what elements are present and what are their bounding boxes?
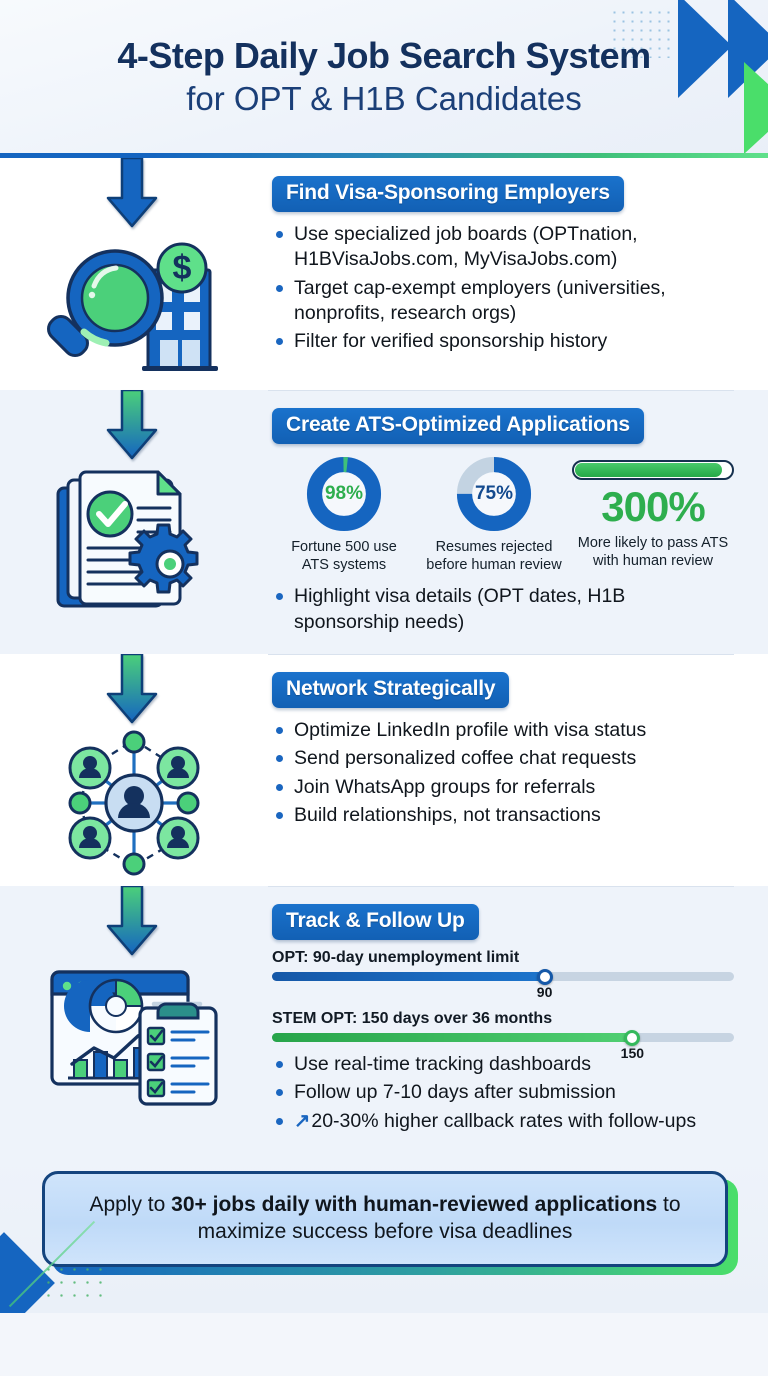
- step-3-icon-column: [0, 652, 268, 886]
- step-2-bullets: Highlight visa details (OPT dates, H1B s…: [272, 584, 734, 635]
- step-1-content: Find Visa-Sponsoring Employers Use speci…: [268, 158, 768, 390]
- caption-line-2: ATS systems: [301, 556, 387, 573]
- list-item: Highlight visa details (OPT dates, H1B s…: [272, 584, 734, 635]
- stat-resumes-rejected-caption: Resumes rejected before human review: [422, 539, 566, 574]
- step-3-arrow: [104, 652, 160, 730]
- dot-grid-decoration: [610, 8, 676, 58]
- step-1-heading: Find Visa-Sponsoring Employers: [272, 176, 624, 212]
- list-item: Optimize LinkedIn profile with visa stat…: [272, 718, 734, 743]
- header: 4-Step Daily Job Search System for OPT &…: [0, 0, 768, 158]
- trend-up-icon: ↗: [294, 1109, 311, 1132]
- list-item: Follow up 7-10 days after submission: [272, 1080, 734, 1105]
- donut-chart-75: 75%: [456, 456, 532, 532]
- slider-opt-label: OPT: 90-day unemployment limit: [272, 949, 520, 967]
- list-item: Join WhatsApp groups for referrals: [272, 775, 734, 800]
- slider-stem-opt-label: STEM OPT: 150 days over 36 months: [272, 1010, 553, 1028]
- caption-line-2: with human review: [592, 552, 714, 569]
- svg-text:$: $: [173, 249, 192, 287]
- step-1-arrow: [104, 156, 160, 234]
- list-item-trend-text: 20-30% higher callback rates with follow…: [311, 1109, 697, 1132]
- caption-line-2: before human review: [426, 556, 562, 573]
- slider-opt: OPT: 90-day unemployment limit 90: [272, 949, 734, 1000]
- slider-stem-opt-knob[interactable]: [624, 1029, 641, 1046]
- footer-text: Apply to 30+ jobs daily with human-revie…: [63, 1192, 707, 1246]
- ats-stats-row: 98% Fortune 500 use ATS systems: [272, 456, 734, 574]
- down-arrow-icon: [106, 884, 158, 956]
- donut-75-value: 75%: [474, 483, 514, 504]
- stat-fortune-500-caption: Fortune 500 use ATS systems: [272, 539, 416, 574]
- stat-300-value: 300%: [601, 483, 705, 530]
- step-2-icon-column: [0, 388, 268, 654]
- slider-opt-value: 90: [536, 984, 553, 1001]
- step-2-content: Create ATS-Optimized Applications 98%: [268, 390, 768, 654]
- step-3: Network Strategically Optimize LinkedIn …: [0, 652, 768, 887]
- caption-line-1: More likely to pass ATS: [577, 535, 729, 551]
- slider-stem-opt-track[interactable]: 150: [272, 1029, 734, 1061]
- caption-line-1: Fortune 500 use: [291, 539, 397, 555]
- slider-spacer: [272, 981, 734, 1001]
- step-1: $ Find Visa-Sponsoring Employers Us: [0, 156, 768, 390]
- step-3-bullets: Optimize LinkedIn profile with visa stat…: [272, 718, 734, 828]
- step-2: Create ATS-Optimized Applications 98%: [0, 388, 768, 655]
- stat-pass-ats-caption: More likely to pass ATS with human revie…: [572, 535, 734, 570]
- stat-fortune-500: 98% Fortune 500 use ATS systems: [272, 456, 416, 574]
- footer-text-bold: 30+ jobs daily with human-reviewed appli…: [171, 1193, 658, 1217]
- page-title: 4-Step Daily Job Search System for OPT &…: [0, 0, 768, 120]
- step-1-icon-column: $: [0, 156, 268, 390]
- stat-resumes-rejected: 75% Resumes rejected before human review: [422, 456, 566, 574]
- slider-stem-opt-value: 150: [620, 1045, 645, 1062]
- step-4-content: Track & Follow Up OPT: 90-day unemployme…: [268, 886, 768, 1153]
- step-2-arrow: [104, 388, 160, 466]
- stat-pass-ats: 300% More likely to pass ATS with human …: [572, 456, 734, 570]
- list-item: Use specialized job boards (OPTnation, H…: [272, 222, 734, 273]
- footer-dot-grid-decoration: [42, 1263, 112, 1308]
- slider-opt-fill: [272, 972, 545, 982]
- list-item: Use real-time tracking dashboards: [272, 1052, 734, 1077]
- dashboard-clipboard-icon: [42, 960, 226, 1110]
- footer-text-part-2: to maximize success before visa deadline…: [197, 1193, 681, 1244]
- step-4-icon-column: [0, 884, 268, 1153]
- list-item: Target cap-exempt employers (universitie…: [272, 276, 734, 327]
- title-line-2: for OPT & H1B Candidates: [186, 80, 582, 118]
- title-line-1: 4-Step Daily Job Search System: [117, 35, 651, 76]
- down-arrow-icon: [106, 156, 158, 228]
- footer-callout-card: Apply to 30+ jobs daily with human-revie…: [42, 1171, 728, 1268]
- step-4: Track & Follow Up OPT: 90-day unemployme…: [0, 884, 768, 1154]
- slider-opt-track[interactable]: 90: [272, 968, 734, 1000]
- list-item: Filter for verified sponsorship history: [272, 329, 734, 354]
- caption-line-1: Resumes rejected: [435, 539, 553, 555]
- green-arrow-decoration: [744, 62, 768, 154]
- step-3-heading: Network Strategically: [272, 672, 510, 709]
- step-1-bullets: Use specialized job boards (OPTnation, H…: [272, 222, 734, 355]
- list-item: Send personalized coffee chat requests: [272, 746, 734, 771]
- step-4-arrow: [104, 884, 160, 962]
- donut-chart-98: 98%: [306, 456, 382, 532]
- document-check-gear-icon: [42, 464, 226, 614]
- step-4-heading: Track & Follow Up: [272, 904, 479, 941]
- slider-stem-opt-fill: [272, 1033, 633, 1043]
- footer: Apply to 30+ jobs daily with human-revie…: [0, 1153, 768, 1314]
- step-2-divider: [268, 390, 734, 391]
- header-divider: [0, 153, 768, 158]
- step-3-content: Network Strategically Optimize LinkedIn …: [268, 654, 768, 886]
- slider-opt-knob[interactable]: [536, 968, 553, 985]
- down-arrow-icon: [106, 388, 158, 460]
- list-item-trend: ↗20-30% higher callback rates with follo…: [272, 1109, 734, 1134]
- step-2-heading: Create ATS-Optimized Applications: [272, 408, 644, 444]
- steps-list: $ Find Visa-Sponsoring Employers Us: [0, 156, 768, 1154]
- progress-bar-300: [572, 460, 734, 480]
- footer-text-part-1: Apply to: [89, 1193, 172, 1217]
- donut-98-value: 98%: [324, 483, 364, 504]
- network-people-icon: [42, 728, 226, 878]
- step-3-divider: [268, 654, 734, 656]
- down-arrow-icon: [106, 652, 158, 724]
- list-item: Build relationships, not transactions: [272, 803, 734, 828]
- slider-stem-opt: STEM OPT: 150 days over 36 months 150: [272, 1010, 734, 1061]
- chevron-decoration-outer: [678, 0, 732, 98]
- step-4-divider: [268, 886, 734, 888]
- magnifier-building-dollar-icon: $: [42, 232, 226, 382]
- step-4-bullets: Use real-time tracking dashboards Follow…: [272, 1052, 734, 1134]
